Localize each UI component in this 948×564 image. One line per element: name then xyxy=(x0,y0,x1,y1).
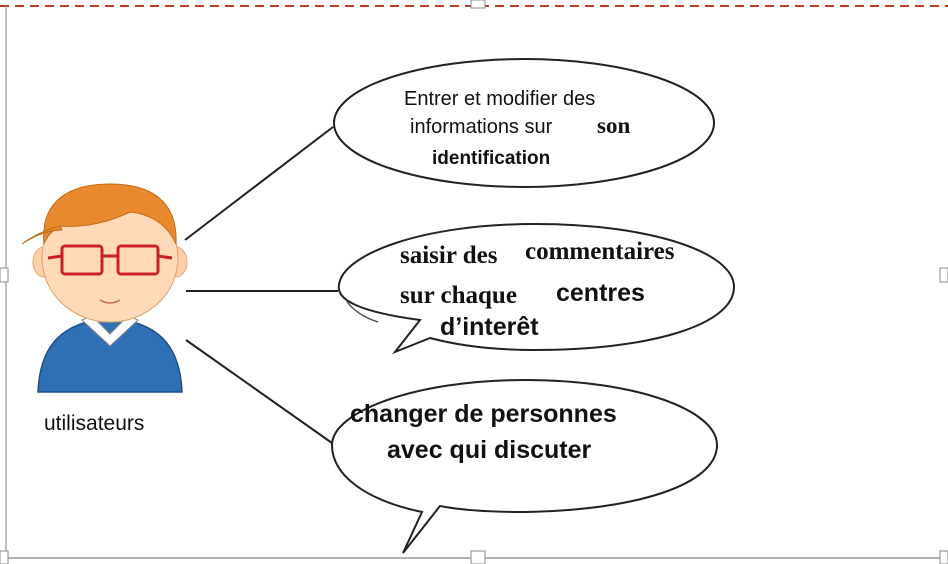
association-line-identification xyxy=(184,126,334,241)
resize-handle-bottom-left[interactable] xyxy=(0,550,9,564)
use-case-commentaires-line-2a: sur chaque xyxy=(400,282,517,309)
resize-handle-bottom-right[interactable] xyxy=(939,550,948,564)
use-case-identification-line-2b: son xyxy=(597,113,631,138)
user-with-glasses-icon xyxy=(21,183,188,393)
use-case-commentaires-line-3: d’interêt xyxy=(440,313,539,341)
use-case-identification-line-3: identification xyxy=(432,148,551,169)
bubble-shadow-edge xyxy=(345,299,379,323)
use-case-commentaires-line-1a: saisir des xyxy=(400,242,498,269)
use-case-changer-personnes-bubble[interactable] xyxy=(330,378,719,554)
resize-handle-top[interactable] xyxy=(470,0,486,9)
use-case-commentaires-line-1b: commentaires xyxy=(525,238,675,265)
use-case-commentaires-bubble[interactable] xyxy=(337,222,736,355)
use-case-identification-line-2a: informations sur xyxy=(410,116,553,138)
resize-handle-right[interactable] xyxy=(939,267,948,283)
use-case-changer-personnes-line-2: avec qui discuter xyxy=(387,436,592,464)
resize-handle-left[interactable] xyxy=(0,267,9,283)
association-line-changer-personnes xyxy=(185,339,333,444)
use-case-commentaires-line-2b: centres xyxy=(556,279,645,307)
use-case-identification-line-1: Entrer et modifier des xyxy=(404,88,596,110)
use-case-identification-ellipse[interactable] xyxy=(333,58,715,188)
resize-handle-bottom[interactable] xyxy=(470,550,486,564)
use-case-changer-personnes-line-1: changer de personnes xyxy=(350,400,617,428)
actor-label: utilisateurs xyxy=(44,412,145,435)
